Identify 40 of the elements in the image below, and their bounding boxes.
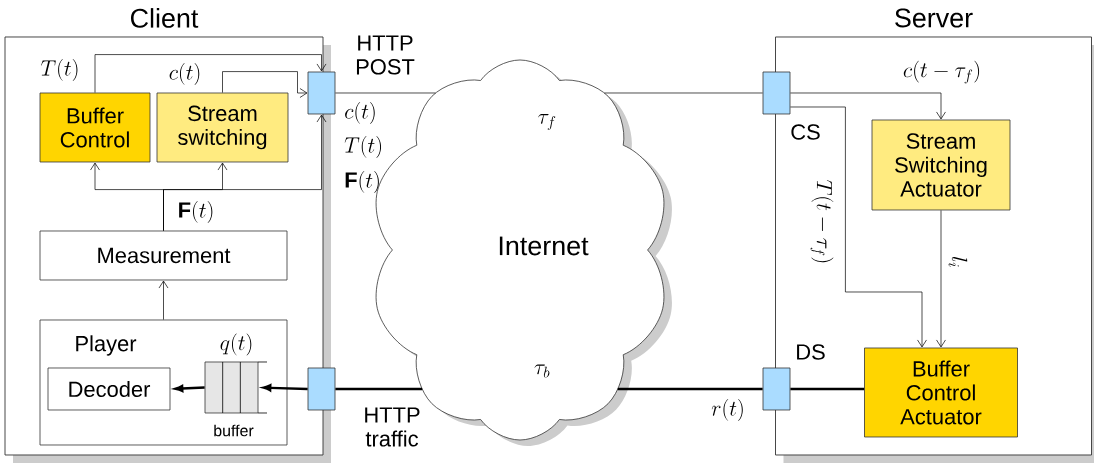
- arrow: [163, 114, 327, 231]
- control-box: Stream Switching Actuator: [871, 119, 1011, 211]
- node-label: Server: [895, 8, 973, 28]
- edge-label: $c(t)$: [169, 63, 200, 85]
- edge-label: $\mathbf{F}(t)$: [179, 201, 213, 223]
- signal-label: $\tau_b$: [534, 364, 550, 378]
- signal-label: $c(t)$: [345, 102, 375, 124]
- edge-label: $c(t-\tau_f)$: [903, 60, 980, 84]
- edge-label: $l_i$: [948, 257, 968, 267]
- edge-label: $T(t-\tau_f)$: [810, 180, 834, 263]
- control-box: Buffer Control Actuator: [864, 347, 1018, 438]
- arrow: [158, 280, 169, 320]
- connector-line: [335, 387, 423, 391]
- queue-label: $q(t)$: [220, 333, 252, 356]
- arrow: [790, 92, 946, 120]
- connector-line: [790, 387, 865, 391]
- edge-label: $T(t)$: [41, 59, 78, 81]
- control-box: Stream switching: [156, 92, 289, 163]
- port-label: DS: [797, 344, 825, 360]
- port-box: [762, 367, 791, 411]
- node-label: Client: [130, 8, 199, 28]
- arrow: [790, 106, 927, 348]
- port-label: CS: [791, 124, 820, 140]
- process-box: Decoder: [47, 367, 171, 411]
- process-box: Measurement: [39, 230, 288, 281]
- connector-line: [604, 92, 763, 94]
- arrow: [936, 210, 946, 348]
- node-label: buffer: [214, 424, 254, 437]
- connector-line: [617, 387, 763, 391]
- port-box: [307, 71, 336, 115]
- signal-label: $\tau_f$: [538, 114, 556, 130]
- signal-label: $r(t)$: [711, 399, 743, 421]
- arrow: [222, 71, 308, 98]
- port-box: [307, 367, 336, 411]
- arrow: [94, 54, 327, 93]
- port-box: [762, 71, 791, 115]
- arrow: [174, 384, 205, 393]
- buffer-queue: buffer: [204, 361, 268, 437]
- connector-line: [335, 92, 436, 94]
- control-box: Buffer Control: [39, 92, 151, 163]
